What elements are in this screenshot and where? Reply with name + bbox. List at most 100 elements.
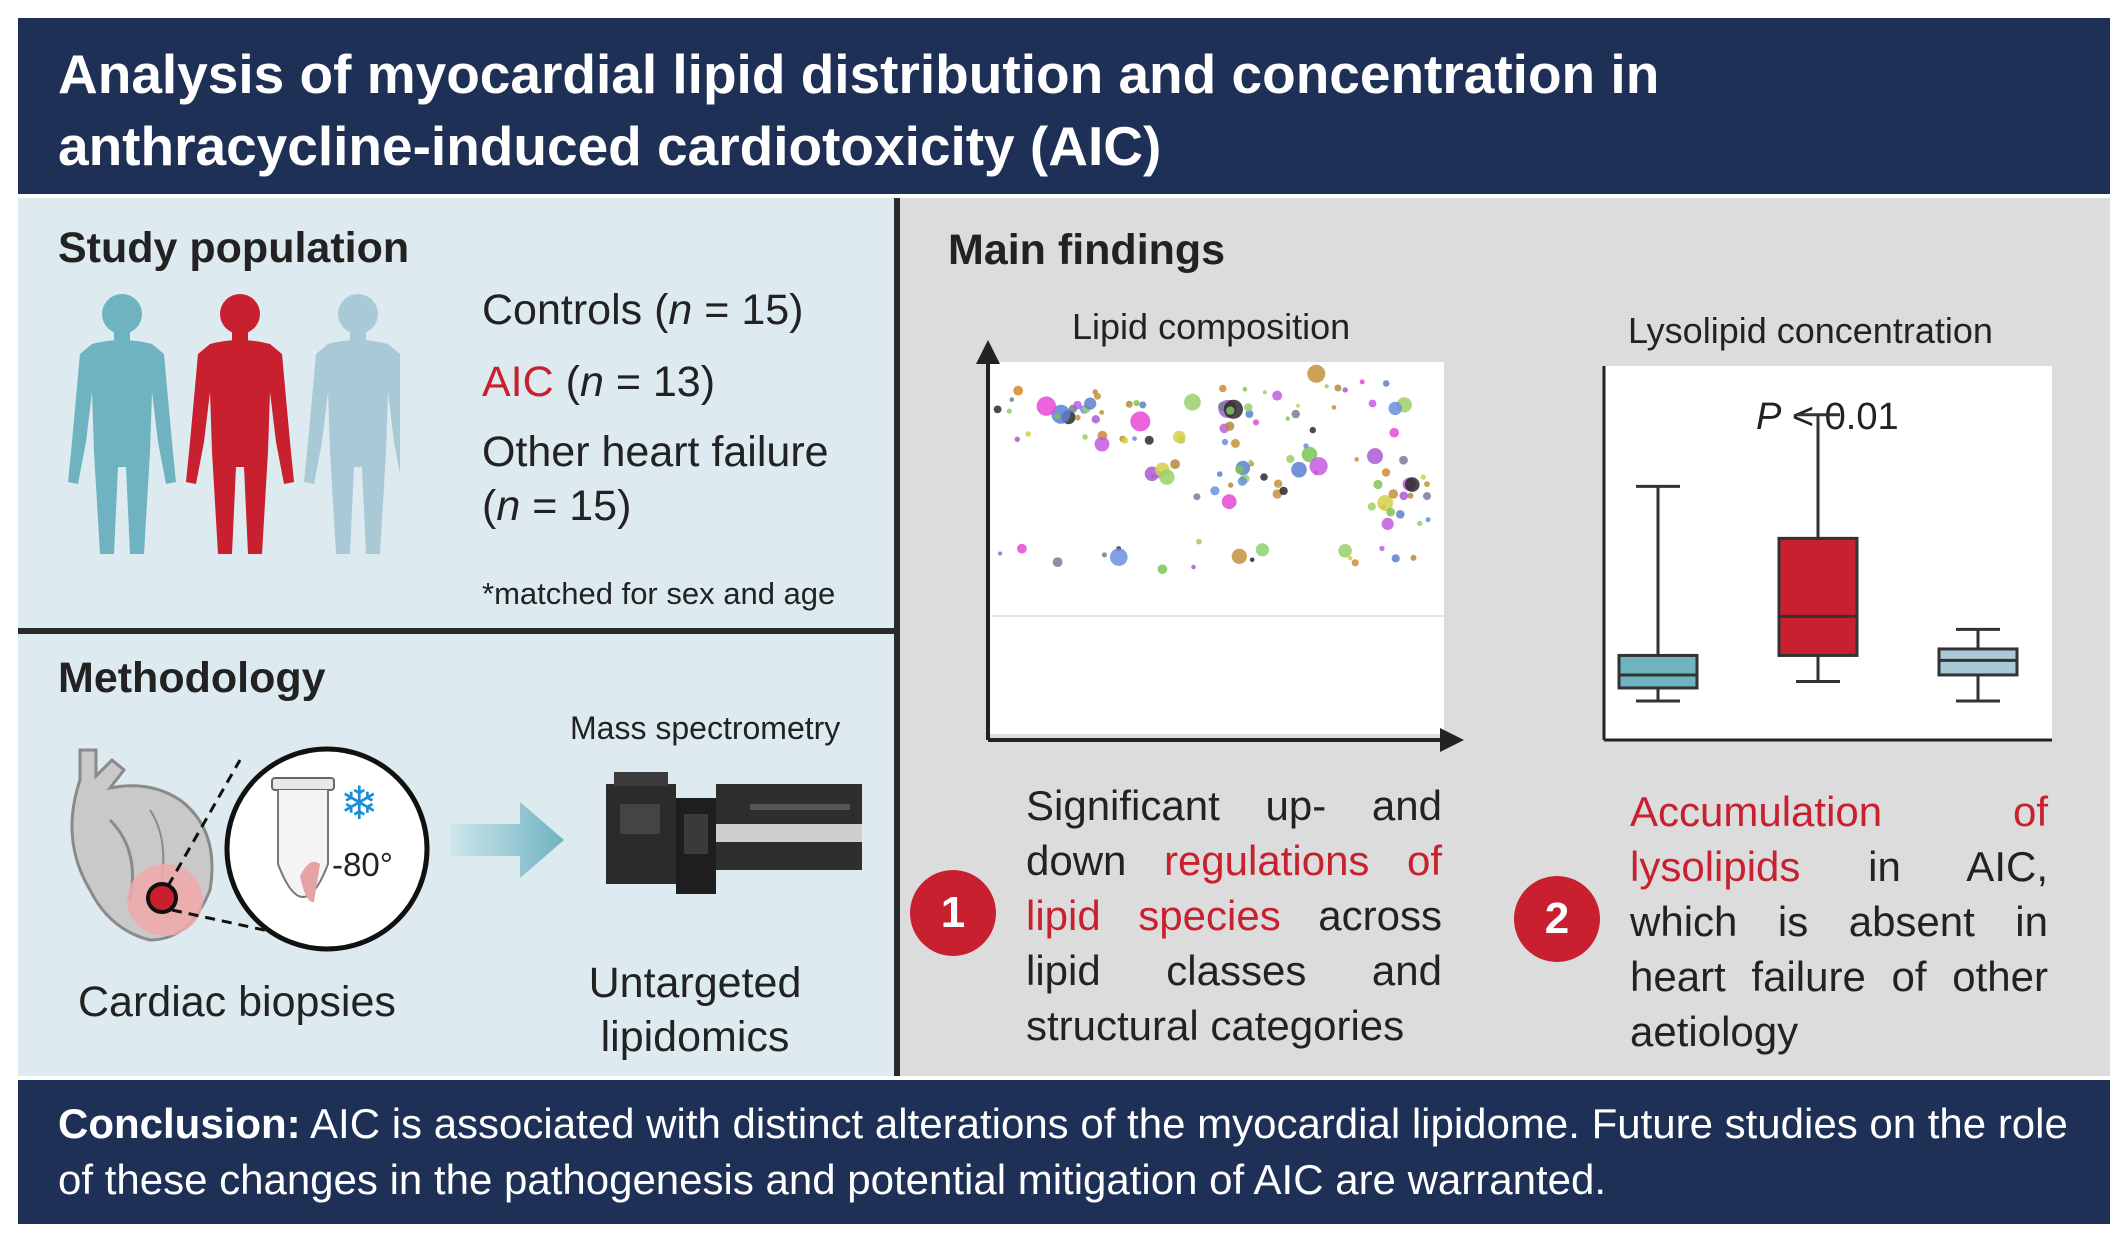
lipidomics-label: Untargeted lipidomics bbox=[582, 956, 808, 1064]
main-findings-heading: Main findings bbox=[948, 226, 1226, 274]
scatter-point-96 bbox=[1216, 471, 1223, 477]
lipidomics-line-1: Untargeted bbox=[588, 959, 802, 1007]
scatter-point-97 bbox=[1237, 476, 1247, 486]
scatter-point-124 bbox=[1407, 492, 1414, 499]
scatter-point-88 bbox=[1235, 465, 1244, 474]
scatter-point-76 bbox=[1017, 543, 1027, 554]
biopsy-label: Cardiac biopsies bbox=[78, 978, 396, 1026]
scatter-point-26 bbox=[1068, 404, 1077, 413]
conclusion-banner: Conclusion: AIC is associated with disti… bbox=[18, 1080, 2110, 1224]
finding-2-line-2: lysolipids in AIC, bbox=[1630, 839, 2048, 894]
scatter-point-114 bbox=[1373, 479, 1383, 490]
scatter-point-78 bbox=[1196, 538, 1202, 545]
finding-2-line-5: aetiology bbox=[1630, 1008, 1799, 1055]
scatter-point-62 bbox=[1368, 399, 1377, 408]
scatter-point-67 bbox=[1391, 554, 1400, 563]
scatter-point-111 bbox=[1228, 482, 1234, 488]
scatter-point-46 bbox=[1244, 403, 1253, 412]
scatter-point-41 bbox=[1245, 409, 1254, 418]
p-value-text: < 0.01 bbox=[1781, 396, 1899, 438]
scatter-point-44 bbox=[1230, 438, 1240, 448]
lysolipid-title: Lysolipid concentration bbox=[1628, 310, 1993, 351]
lipidomics-line-2: lipidomics bbox=[600, 1013, 790, 1061]
scatter-point-105 bbox=[1420, 474, 1426, 480]
scatter-point-10 bbox=[1036, 396, 1056, 416]
scatter-point-31 bbox=[1074, 414, 1081, 421]
scatter-point-112 bbox=[1273, 479, 1283, 488]
scatter-point-119 bbox=[1367, 502, 1376, 511]
scatter-point-107 bbox=[1399, 455, 1408, 465]
scatter-point-47 bbox=[1226, 406, 1235, 415]
scatter-point-94 bbox=[1193, 493, 1201, 501]
scatter-point-102 bbox=[1367, 448, 1383, 465]
scatter-point-54 bbox=[1382, 380, 1390, 387]
scatter-point-81 bbox=[998, 551, 1003, 556]
x-axis-arrow bbox=[1440, 728, 1464, 752]
scatter-point-122 bbox=[1396, 510, 1405, 519]
scatter-point-11 bbox=[1025, 431, 1031, 437]
scatter-point-91 bbox=[1221, 494, 1237, 510]
scatter-point-93 bbox=[1159, 469, 1175, 485]
conclusion-text: Conclusion: AIC is associated with disti… bbox=[58, 1096, 2078, 1208]
heart-icon bbox=[70, 748, 214, 942]
scatter-point-128 bbox=[1386, 507, 1396, 517]
scatter-point-21 bbox=[1091, 415, 1100, 424]
methodology-heading: Methodology bbox=[58, 654, 326, 702]
scatter-point-123 bbox=[1425, 517, 1431, 523]
scatter-point-60 bbox=[1285, 416, 1290, 421]
aic-n: n bbox=[579, 358, 604, 406]
scatter-point-61 bbox=[1342, 387, 1348, 393]
temperature-label: -80° bbox=[332, 846, 393, 883]
matching-note: *matched for sex and age bbox=[482, 576, 836, 611]
lipid-composition-scatter bbox=[976, 340, 1464, 752]
snowflake-icon: ❄ bbox=[340, 777, 379, 829]
conclusion-body: AIC is associated with distinct alterati… bbox=[58, 1100, 2068, 1203]
other-n: n bbox=[496, 482, 521, 530]
scatter-point-45 bbox=[1219, 384, 1227, 393]
tube-icon bbox=[271, 777, 335, 903]
study-population-heading: Study population bbox=[58, 224, 410, 272]
scatter-point-113 bbox=[1354, 457, 1359, 462]
scatter-point-7 bbox=[1054, 413, 1060, 420]
scatter-point-17 bbox=[1099, 410, 1105, 415]
scatter-point-23 bbox=[1130, 411, 1151, 432]
page-title: Analysis of myocardial lipid distributio… bbox=[58, 38, 1958, 182]
scatter-point-73 bbox=[1157, 564, 1168, 574]
title-line-2: anthracycline-induced cardiotoxicity (AI… bbox=[58, 115, 1162, 177]
finding-1-line-3b: across bbox=[1318, 892, 1442, 939]
lipid-composition-plot-area bbox=[988, 362, 1444, 734]
other-hf-figure-icon bbox=[304, 294, 400, 554]
finding-2-badge: 2 bbox=[1514, 876, 1600, 962]
scatter-point-36 bbox=[1252, 419, 1260, 426]
scatter-point-33 bbox=[1242, 386, 1248, 392]
scatter-point-70 bbox=[1231, 548, 1247, 564]
controls-n: n bbox=[668, 286, 693, 334]
scatter-point-4 bbox=[1094, 392, 1101, 400]
controls-count: = 15) bbox=[692, 286, 804, 334]
other-hf-count: (n = 15) bbox=[482, 482, 632, 530]
finding-2-highlight-1: Accumulation bbox=[1630, 788, 1883, 835]
finding-1-line-4: lipid classes and bbox=[1026, 947, 1442, 994]
conclusion-label: Conclusion: bbox=[58, 1100, 301, 1147]
scatter-point-99 bbox=[1381, 468, 1391, 477]
scatter-point-22 bbox=[1094, 436, 1110, 452]
scatter-point-20 bbox=[1133, 400, 1140, 407]
scatter-point-13 bbox=[1009, 397, 1015, 402]
box-2 bbox=[1937, 647, 2019, 677]
scatter-point-43 bbox=[1225, 421, 1235, 431]
finding-1-line-2a: down bbox=[1026, 837, 1164, 884]
mass-spec-label: Mass spectrometry bbox=[570, 710, 841, 746]
scatter-point-25 bbox=[1082, 434, 1088, 440]
scatter-point-71 bbox=[1351, 559, 1359, 567]
scatter-point-106 bbox=[1286, 454, 1295, 464]
scatter-point-108 bbox=[1260, 473, 1268, 481]
finding-1-highlight-1: regulations of bbox=[1163, 837, 1442, 884]
scatter-point-104 bbox=[1313, 470, 1319, 476]
scatter-point-100 bbox=[1248, 459, 1253, 465]
aic-figure-icon bbox=[186, 294, 294, 554]
scatter-point-75 bbox=[1379, 545, 1385, 552]
arrow-right-icon bbox=[450, 802, 564, 878]
box-1 bbox=[1777, 536, 1859, 657]
controls-figure-icon bbox=[68, 294, 176, 554]
p-value-label: P < 0.01 bbox=[1756, 396, 1899, 439]
